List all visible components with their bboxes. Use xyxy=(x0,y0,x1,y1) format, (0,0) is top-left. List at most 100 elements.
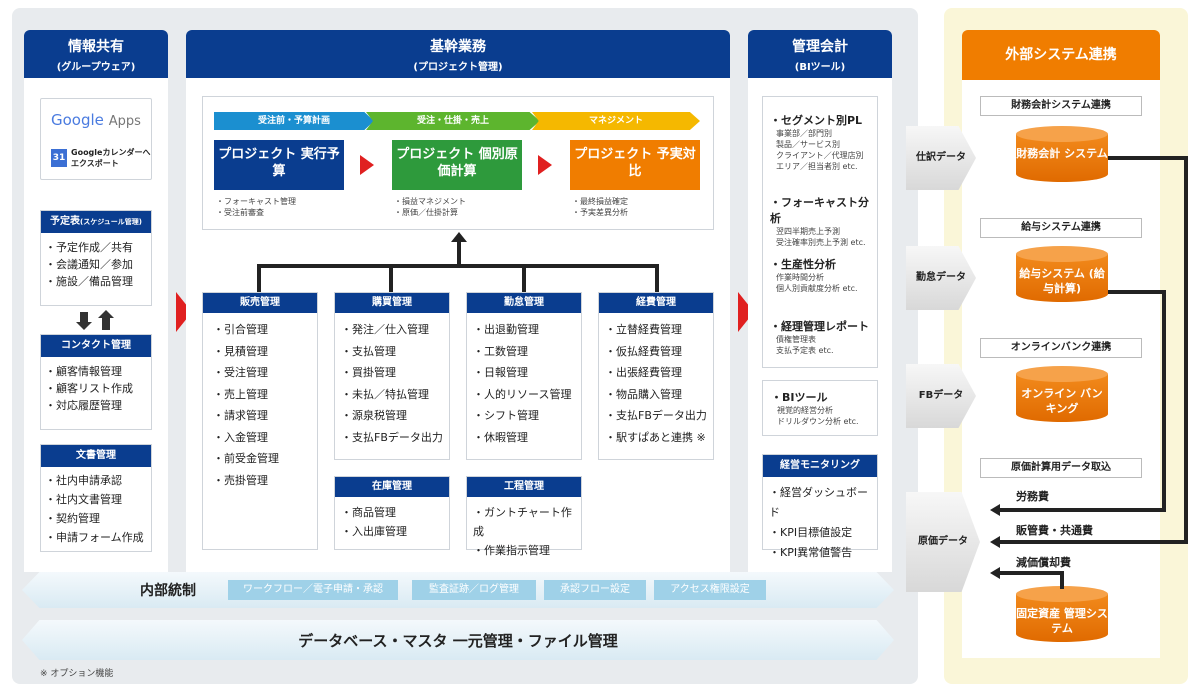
fin-accounting-system[interactable]: 財務会計 システム xyxy=(1016,126,1108,188)
up-arrow-head-icon xyxy=(98,310,114,318)
note: 支払予定表 etc. xyxy=(776,346,834,355)
segment-pl-section[interactable]: ・セグメント別PL 事業部／部門別 製品／サービス別 クライアント／代理店別 エ… xyxy=(770,112,876,172)
list-item[interactable]: 買掛管理 xyxy=(341,362,443,384)
note: 受注確率別売上予測 etc. xyxy=(776,238,866,247)
monitoring-box: 経営モニタリング 経営ダッシュボード KPI目標値設定 KPI異常値警告 xyxy=(762,454,878,559)
note: 個人別貢献度分析 etc. xyxy=(776,284,858,293)
connector-line xyxy=(1060,571,1064,589)
list-item[interactable]: 日報管理 xyxy=(473,362,575,384)
depreciation-label: 減価償却費 xyxy=(1016,556,1071,569)
fixed-asset-system[interactable]: 固定資産 管理システム xyxy=(1016,586,1108,648)
list-item[interactable]: ガントチャート作成 xyxy=(473,503,575,541)
note: ・最終損益確定 xyxy=(572,197,628,206)
schedule-title: 予定表 xyxy=(50,216,81,227)
left-arrow-icon xyxy=(990,504,1000,516)
list-item[interactable]: 経営ダッシュボード xyxy=(769,483,871,523)
list-item[interactable]: 商品管理 xyxy=(341,503,443,522)
project-costing-box[interactable]: プロジェクト 個別原価計算 xyxy=(392,140,522,190)
list-item[interactable]: 支払FBデータ出力 xyxy=(341,427,443,449)
list-item[interactable]: 予定作成／共有 xyxy=(45,239,147,256)
connector-line xyxy=(1108,156,1188,160)
list-item[interactable]: 発注／仕入管理 xyxy=(341,319,443,341)
google-apps-card[interactable]: Google Apps 31 Googleカレンダーへ エクスポート xyxy=(40,98,152,180)
forecast-section[interactable]: ・フォーキャスト分析 翌四半期売上予測 受注確率別売上予測 etc. xyxy=(770,194,876,248)
list-item[interactable]: 見積管理 xyxy=(213,341,307,363)
list-item[interactable]: 未払／特払管理 xyxy=(341,384,443,406)
monitoring-title: 経営モニタリング xyxy=(763,455,877,477)
note: 翌四半期売上予測 xyxy=(776,227,840,236)
list-item[interactable]: 社内申請承認 xyxy=(45,471,147,490)
attendance-module: 勤怠管理 出退勤管理 工数管理 日報管理 人的リソース管理 シフト管理 休暇管理 xyxy=(466,292,582,460)
accounting-report-section[interactable]: ・経理管理レポート 債権管理表 支払予定表 etc. xyxy=(770,318,876,356)
connector-line xyxy=(389,264,393,292)
note: ・損益マネジメント xyxy=(394,197,466,206)
list-item[interactable]: 支払FBデータ出力 xyxy=(605,405,707,427)
list-item[interactable]: 入金管理 xyxy=(213,427,307,449)
bi-tool-box[interactable]: ・BIツール 視覚的経営分析 ドリルダウン分析 etc. xyxy=(762,380,878,436)
list-item[interactable]: 人的リソース管理 xyxy=(473,384,575,406)
list-item[interactable]: 請求管理 xyxy=(213,405,307,427)
project-budget-box[interactable]: プロジェクト 実行予算 xyxy=(214,140,344,190)
list-item[interactable]: 会議通知／参加 xyxy=(45,256,147,273)
list-item[interactable]: 源泉税管理 xyxy=(341,405,443,427)
list-item[interactable]: シフト管理 xyxy=(473,405,575,427)
list-item[interactable]: 契約管理 xyxy=(45,509,147,528)
note: ドリルダウン分析 etc. xyxy=(777,417,859,426)
list-item[interactable]: 支払管理 xyxy=(341,341,443,363)
info-share-subtitle: (グループウェア) xyxy=(56,62,136,73)
note: 視覚的経営分析 xyxy=(777,406,833,415)
attendance-list: 出退勤管理 工数管理 日報管理 人的リソース管理 シフト管理 休暇管理 xyxy=(467,313,581,454)
cylinder-label: 財務会計 システム xyxy=(1016,134,1108,182)
list-item[interactable]: KPI異常値警告 xyxy=(769,543,871,563)
list-item[interactable]: 工数管理 xyxy=(473,341,575,363)
list-item[interactable]: 立替経費管理 xyxy=(605,319,707,341)
list-item[interactable]: 対応履歴管理 xyxy=(45,397,147,414)
section-title: ・経理管理レポート xyxy=(770,320,869,333)
docs-box: 文書管理 社内申請承認 社内文書管理 契約管理 申請フォーム作成 xyxy=(40,444,152,552)
calendar-icon: 31 xyxy=(51,149,67,167)
purchase-list: 発注／仕入管理 支払管理 買掛管理 未払／特払管理 源泉税管理 支払FBデータ出… xyxy=(335,313,449,454)
chip-workflow[interactable]: ワークフロー／電子申請・承認 xyxy=(228,580,398,600)
chip-approval-flow[interactable]: 承認フロー設定 xyxy=(544,580,646,600)
productivity-section[interactable]: ・生産性分析 作業時間分析 個人別貢献度分析 etc. xyxy=(770,256,876,294)
list-item[interactable]: 顧客情報管理 xyxy=(45,363,147,380)
list-item[interactable]: 引合管理 xyxy=(213,319,307,341)
list-item[interactable]: 施設／備品管理 xyxy=(45,273,147,290)
up-arrow-icon xyxy=(102,318,110,330)
list-item[interactable]: 駅すぱあと連携 ※ xyxy=(605,427,707,449)
note: ・原価／仕掛計算 xyxy=(394,208,458,217)
cylinder-label: 給与システム (給与計算) xyxy=(1016,254,1108,302)
list-item[interactable]: 休暇管理 xyxy=(473,427,575,449)
list-item[interactable]: 社内文書管理 xyxy=(45,490,147,509)
info-share-header: 情報共有 (グループウェア) xyxy=(24,30,168,78)
database-bar-label: データベース・マスタ 一元管理・ファイル管理 xyxy=(298,632,618,650)
list-item[interactable]: 出張経費管理 xyxy=(605,362,707,384)
list-item[interactable]: 顧客リスト作成 xyxy=(45,380,147,397)
list-item[interactable]: 売上管理 xyxy=(213,384,307,406)
list-item[interactable]: 物品購入管理 xyxy=(605,384,707,406)
list-item[interactable]: 仮払経費管理 xyxy=(605,341,707,363)
list-item[interactable]: 作業指示管理 xyxy=(473,541,575,560)
chip-audit-log[interactable]: 監査証跡／ログ管理 xyxy=(412,580,536,600)
connector-line xyxy=(457,242,461,266)
contact-list: 顧客情報管理 顧客リスト作成 対応履歴管理 xyxy=(41,357,151,420)
section-title: ・セグメント別PL xyxy=(770,114,863,127)
list-item[interactable]: 売掛管理 xyxy=(213,470,307,492)
cylinder-top xyxy=(1016,366,1108,382)
list-item[interactable]: KPI目標値設定 xyxy=(769,523,871,543)
list-item[interactable]: 入出庫管理 xyxy=(341,522,443,541)
variance-notes: ・最終損益確定 ・予実差異分析 xyxy=(572,196,702,218)
list-item[interactable]: 申請フォーム作成 xyxy=(45,528,147,547)
phase-bar-order: 受注・仕掛・売上 xyxy=(366,112,540,130)
list-item[interactable]: 受注管理 xyxy=(213,362,307,384)
project-variance-box[interactable]: プロジェクト 予実対比 xyxy=(570,140,700,190)
note: ・受注前審査 xyxy=(216,208,264,217)
note: 製品／サービス別 xyxy=(776,140,840,149)
note: エリア／担当者別 etc. xyxy=(776,162,858,171)
docs-header: 文書管理 xyxy=(41,445,151,467)
online-banking-system[interactable]: オンライン バンキング xyxy=(1016,366,1108,428)
list-item[interactable]: 前受金管理 xyxy=(213,448,307,470)
chip-access-rights[interactable]: アクセス権限設定 xyxy=(654,580,766,600)
list-item[interactable]: 出退勤管理 xyxy=(473,319,575,341)
payroll-system[interactable]: 給与システム (給与計算) xyxy=(1016,246,1108,308)
